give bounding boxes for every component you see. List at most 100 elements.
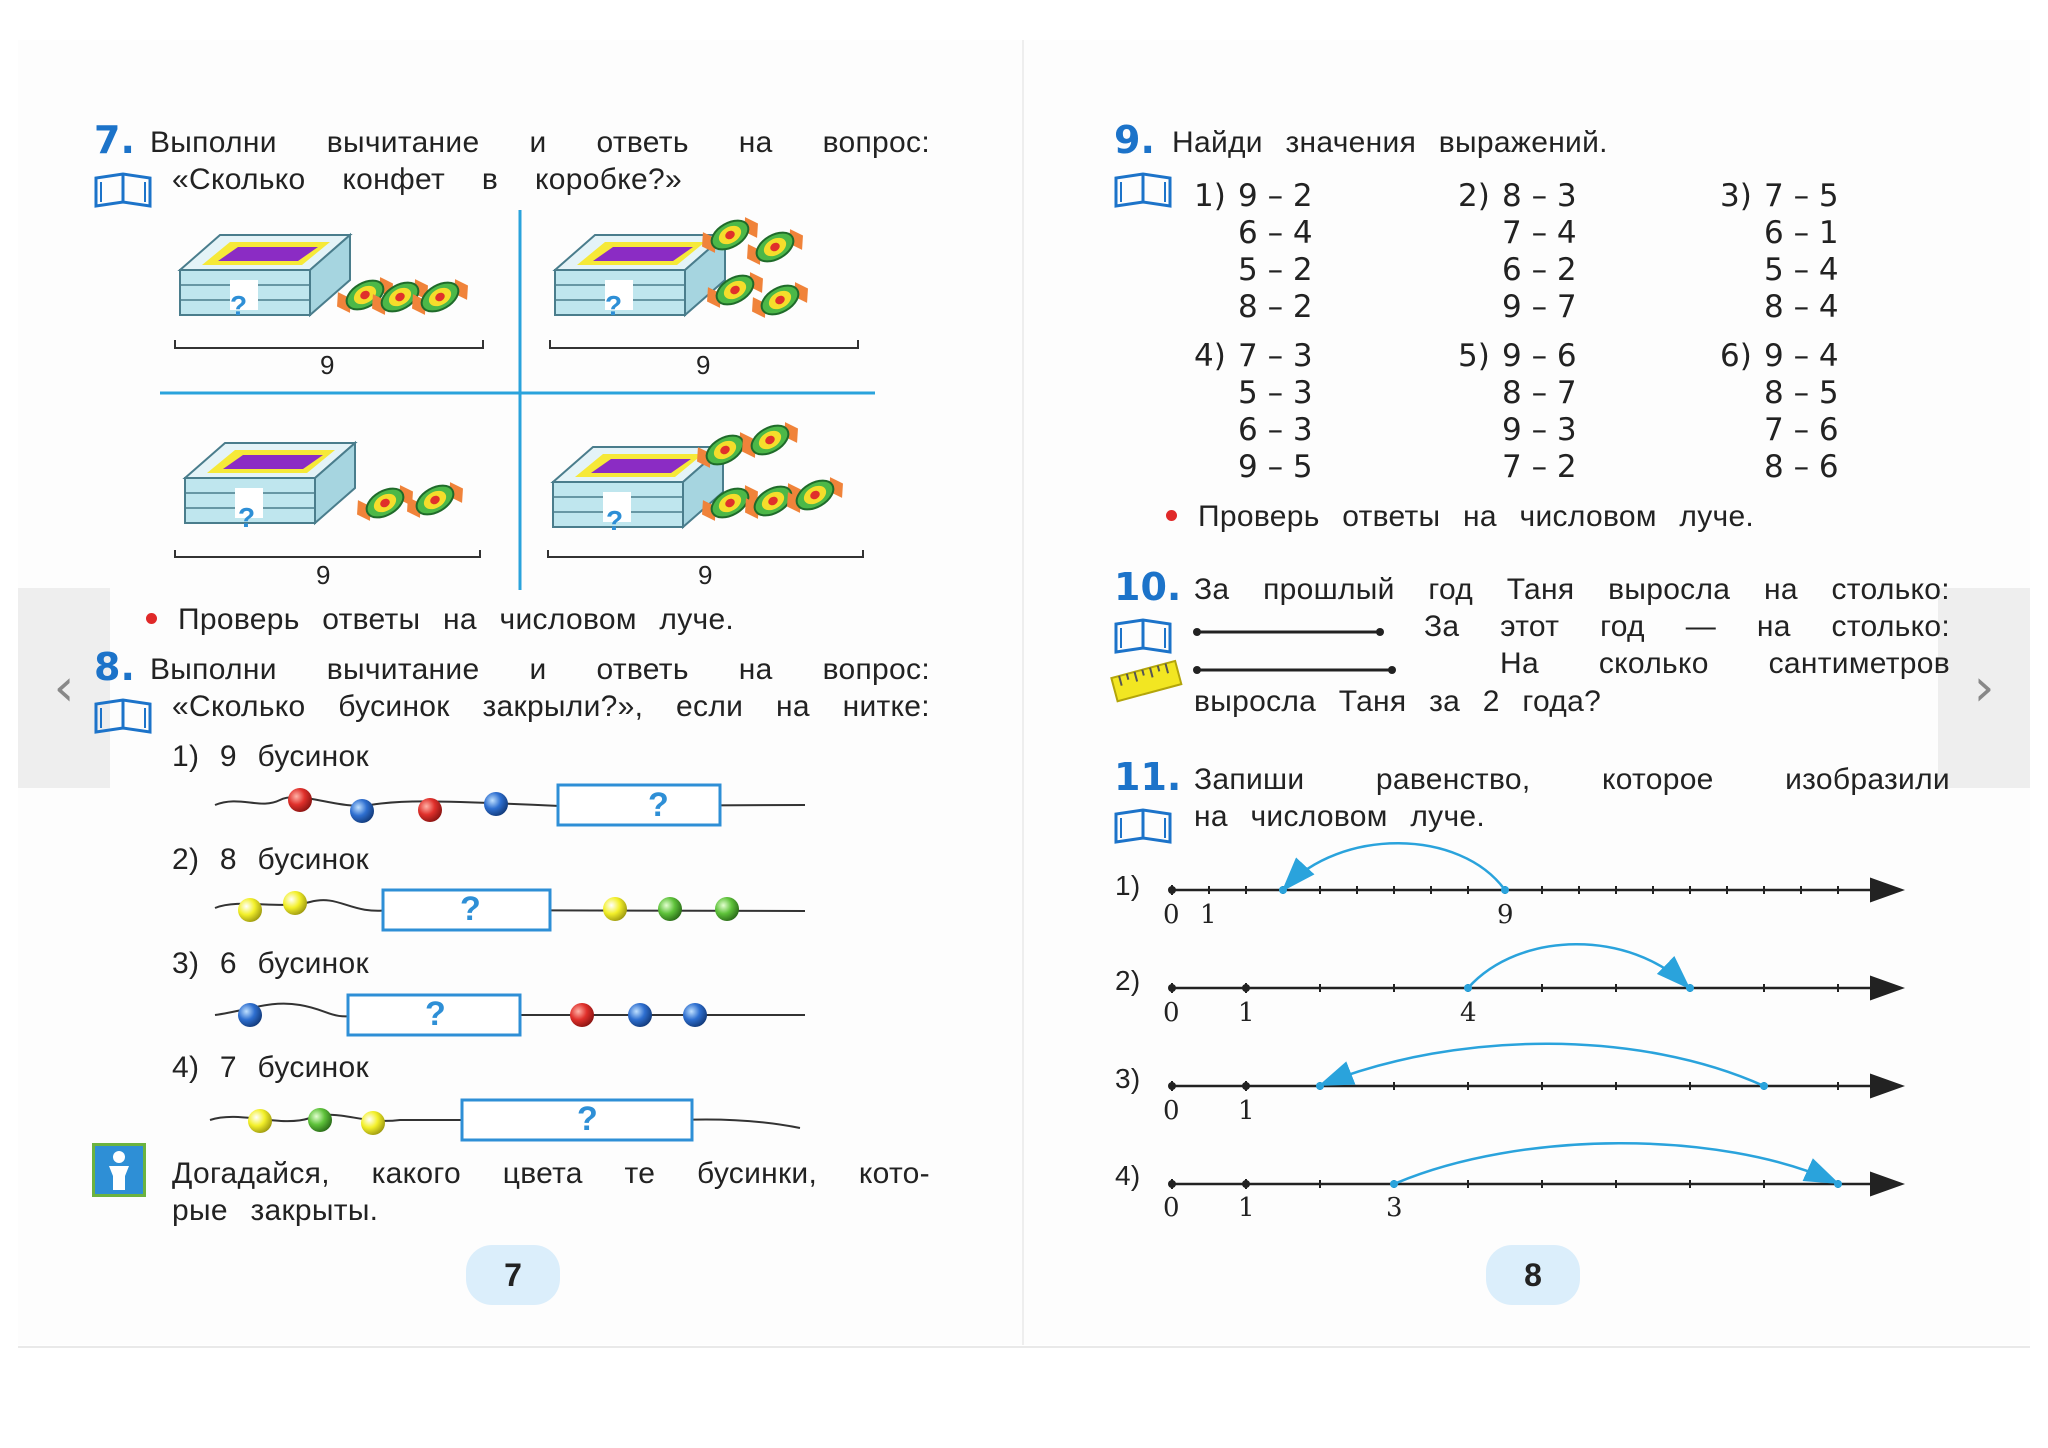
growth-segments — [1193, 628, 1396, 674]
word: год — [1428, 573, 1474, 606]
word: вопрос: — [822, 126, 930, 159]
expression: 8 – 2 — [1238, 289, 1313, 325]
task-9-column-2-label: 2) — [1458, 178, 1490, 214]
word: коробке?» — [535, 163, 682, 196]
ray-1-tick-9: 9 — [1497, 900, 1514, 930]
word: сантиметров — [1768, 647, 1950, 680]
ray-4-tick-0: 0 — [1163, 1193, 1180, 1223]
word: Выполни — [150, 653, 277, 686]
task-11-line2: на числовом луче. — [1194, 800, 1486, 833]
word: вычитание — [326, 126, 480, 159]
expression: 5 – 4 — [1764, 252, 1839, 288]
ray-1-label: 1) — [1115, 870, 1141, 901]
task-10-line3: На сколько сантиметров — [1500, 647, 1950, 681]
expression: 7 – 3 — [1238, 338, 1313, 374]
word: если — [676, 690, 744, 723]
expression: 9 – 7 — [1502, 289, 1577, 325]
word: и — [529, 126, 547, 159]
task-8-hint-line2: рые закрыты. — [172, 1194, 379, 1227]
ray-4-label: 4) — [1115, 1160, 1141, 1191]
page-number-right: 8 — [1486, 1245, 1580, 1305]
ray-3-tick-0: 0 — [1163, 1096, 1180, 1126]
word: цвета — [502, 1157, 583, 1190]
word: те — [624, 1157, 656, 1190]
expression: 7 – 4 — [1502, 215, 1577, 251]
box-mark-3: ? — [238, 502, 256, 533]
hidden-beads-mark-2: ? — [460, 890, 481, 928]
viewer-divider — [18, 1346, 2030, 1348]
ray-3-tick-1: 1 — [1238, 1096, 1255, 1126]
task-8-number: 8. — [94, 645, 135, 689]
book-icon — [92, 172, 154, 215]
expression: 8 – 4 — [1764, 289, 1839, 325]
ray-1-tick-0: 0 — [1163, 900, 1180, 930]
word: на — [1763, 573, 1798, 606]
task-9-column-4-label: 4) — [1194, 338, 1226, 374]
word: этот — [1500, 610, 1560, 643]
word: Выполни — [150, 126, 277, 159]
book-icon — [92, 698, 154, 741]
bead-strings-illustration — [209, 783, 806, 1142]
task-10-line4: выросла Таня за 2 года? — [1194, 685, 1602, 718]
task-9-column-1-label: 1) — [1194, 178, 1226, 214]
word: столько: — [1831, 610, 1950, 643]
word: бусинок — [338, 690, 450, 723]
task-9-column-5-label: 5) — [1458, 338, 1490, 374]
page-gutter — [1022, 40, 1024, 1345]
word: вычитание — [326, 653, 480, 686]
expression: 5 – 2 — [1238, 252, 1313, 288]
task-7-check-note: Проверь ответы на числовом луче. — [178, 603, 735, 636]
word: «Сколько — [172, 163, 306, 196]
word: сколько — [1598, 647, 1709, 680]
word: равенство, — [1375, 763, 1531, 796]
expression: 8 – 6 — [1764, 449, 1839, 485]
ray-2-label: 2) — [1115, 965, 1141, 996]
task-10-number: 10. — [1114, 565, 1182, 609]
chevron-right-icon: › — [1973, 658, 1995, 718]
word: закрыли?», — [482, 690, 644, 723]
word: «Сколько — [172, 690, 306, 723]
expression: 6 – 4 — [1238, 215, 1313, 251]
page-number-left: 7 — [466, 1245, 560, 1305]
word: на — [775, 690, 810, 723]
ray-4-tick-3: 3 — [1386, 1193, 1403, 1223]
word: кото- — [858, 1157, 930, 1190]
ray-4-tick-1: 1 — [1238, 1193, 1255, 1223]
chevron-left-icon: ‹ — [53, 658, 75, 718]
expression: 6 – 3 — [1238, 412, 1313, 448]
word: На — [1500, 647, 1539, 680]
word: и — [529, 653, 547, 686]
prev-page-button[interactable]: ‹ — [18, 588, 110, 788]
expression: 9 – 3 — [1502, 412, 1577, 448]
total-label-1: 9 — [320, 350, 335, 380]
box-mark-2: ? — [605, 290, 623, 321]
word: ответь — [596, 653, 689, 686]
task-8-item-3: 3) 6 бусинок — [172, 947, 369, 980]
word: год — [1600, 610, 1645, 643]
expression: 8 – 7 — [1502, 375, 1577, 411]
task-8-item-1: 1) 9 бусинок — [172, 740, 369, 773]
expression: 8 – 5 — [1764, 375, 1839, 411]
ray-2-tick-0: 0 — [1163, 998, 1180, 1028]
expression: 9 – 2 — [1238, 178, 1313, 214]
task-9-number: 9. — [1114, 118, 1155, 162]
thinking-child-icon — [92, 1143, 146, 1197]
ray-1-tick-1: 1 — [1200, 900, 1217, 930]
next-page-button[interactable]: › — [1938, 588, 2030, 788]
expression: 5 – 3 — [1238, 375, 1313, 411]
word: вопрос: — [822, 653, 930, 686]
bullet-marker — [146, 613, 157, 624]
ruler-icon — [1108, 657, 1185, 711]
task-9-column-3-label: 3) — [1720, 178, 1752, 214]
hidden-beads-mark-3: ? — [425, 995, 446, 1033]
